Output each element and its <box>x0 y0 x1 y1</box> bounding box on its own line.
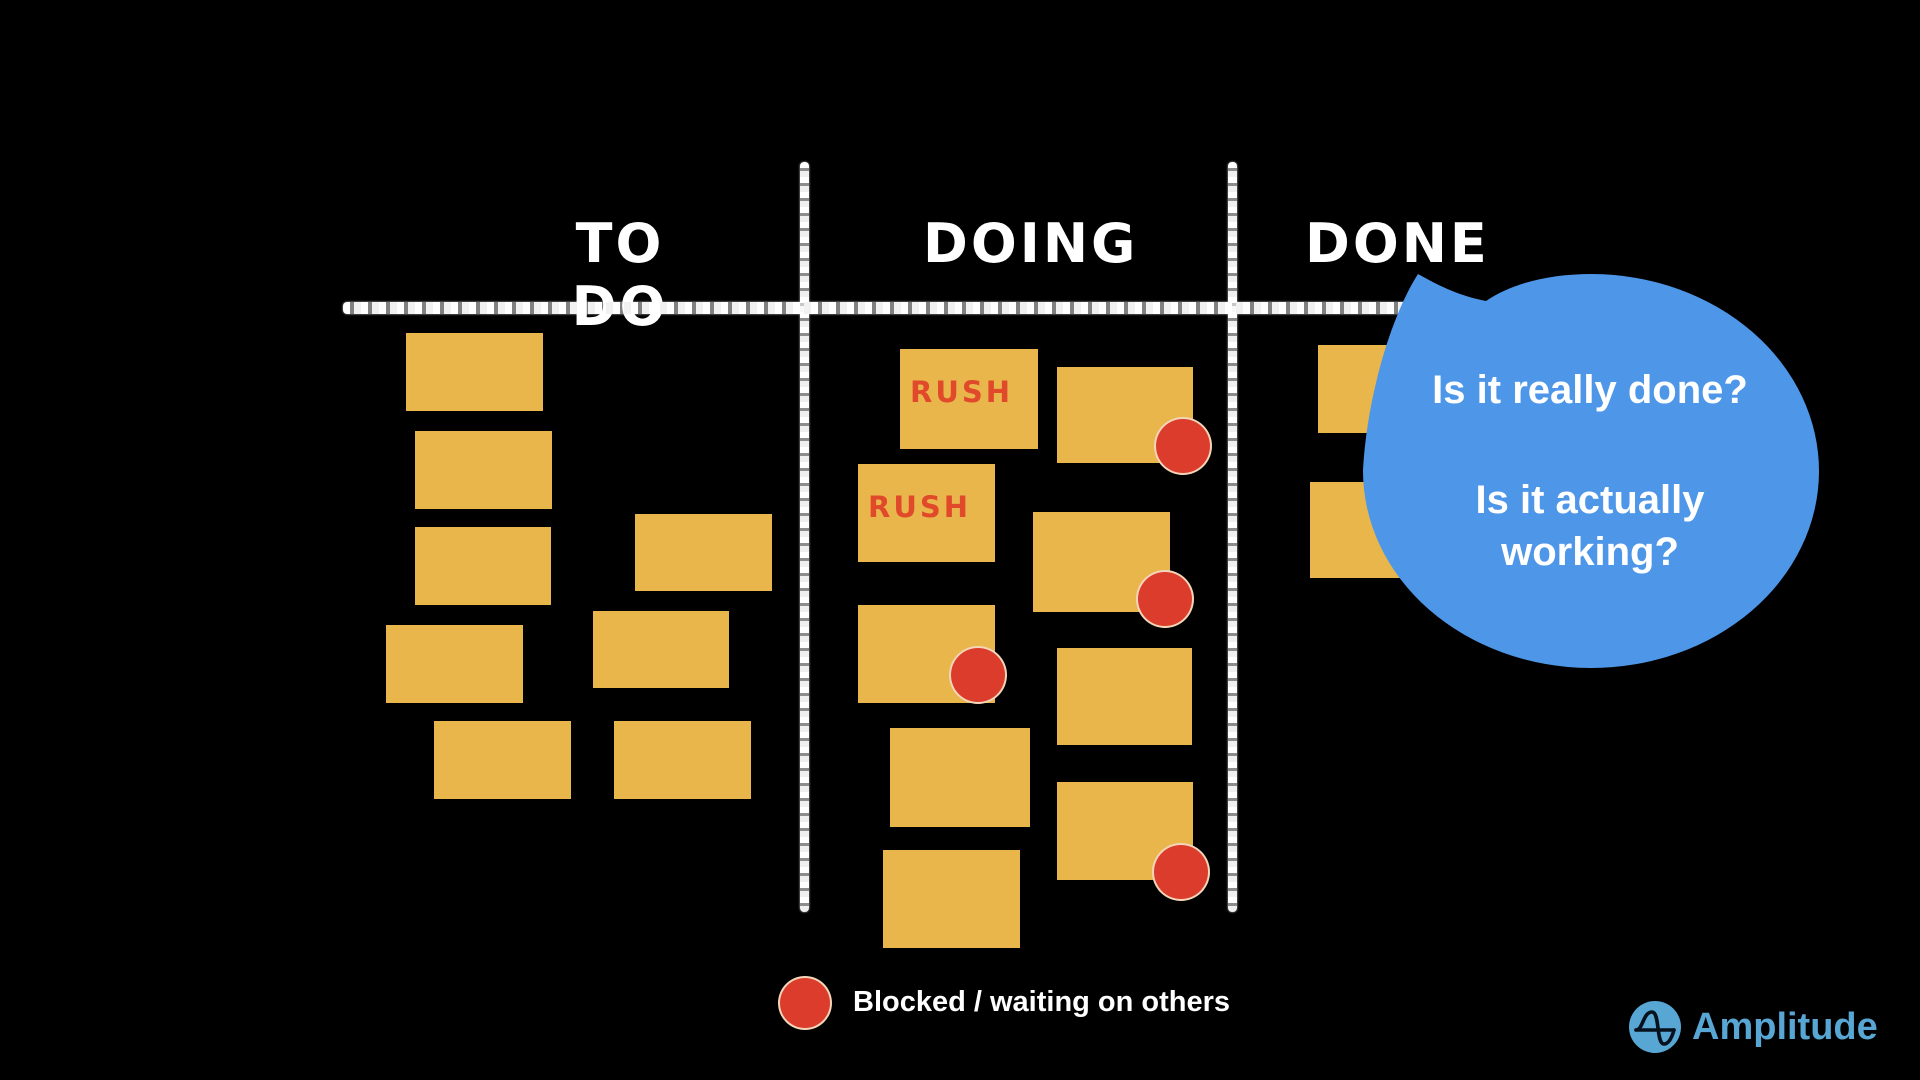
column-header-done: DONE <box>1305 212 1490 275</box>
sticky-note-todo-4 <box>635 514 772 591</box>
legend-blocked-dot <box>778 976 832 1030</box>
blocked-dot-2 <box>1136 570 1194 628</box>
amplitude-logo-icon <box>1629 1001 1681 1053</box>
sticky-note-todo-3 <box>415 527 551 605</box>
sticky-note-todo-5 <box>386 625 523 703</box>
sticky-note-doing-6 <box>1057 648 1192 745</box>
blocked-dot-4 <box>1152 843 1210 901</box>
bubble-question-2: Is it actually working? <box>1398 474 1782 578</box>
legend-label: Blocked / waiting on others <box>853 986 1231 1018</box>
sticky-note-todo-8 <box>614 721 751 799</box>
column-divider-line-1 <box>800 162 809 912</box>
bubble-question-2-line-1: Is it actually <box>1475 478 1705 522</box>
column-divider-line-2 <box>1228 162 1237 912</box>
rush-label: RUSH <box>910 375 1014 409</box>
rush-label: RUSH <box>868 490 972 524</box>
bubble-question-1: Is it really done? <box>1432 368 1748 412</box>
sticky-note-doing-rush-2: RUSH <box>858 464 995 562</box>
blocked-dot-3 <box>949 646 1007 704</box>
header-underline <box>343 302 1445 314</box>
sticky-note-todo-7 <box>434 721 571 799</box>
brand-name: Amplitude <box>1692 1005 1878 1048</box>
sticky-note-doing-rush-1: RUSH <box>900 349 1038 449</box>
blocked-dot-1 <box>1154 417 1212 475</box>
column-header-doing: DOING <box>923 212 1139 275</box>
brand-footer: Amplitude <box>1628 1000 1878 1054</box>
sticky-note-todo-2 <box>415 431 552 509</box>
sticky-note-doing-9 <box>883 850 1020 948</box>
sticky-note-todo-1 <box>406 333 543 411</box>
sticky-note-todo-6 <box>593 611 729 688</box>
sticky-note-doing-7 <box>890 728 1030 827</box>
bubble-question-2-line-2: working? <box>1501 530 1679 574</box>
